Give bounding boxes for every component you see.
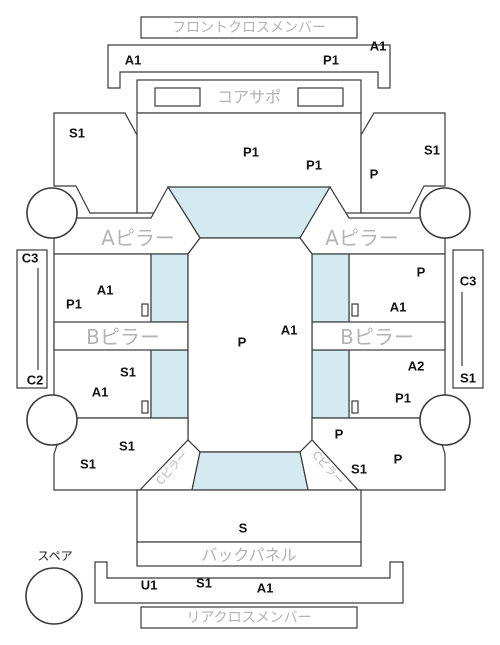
right-front-fender [360,112,446,214]
front-cross-member-box [140,16,358,39]
left-a-pillar-label: Aピラー [101,226,175,250]
core-support-label: コアサポ [217,88,281,107]
back-panel-label: バックパネル [201,546,296,565]
right-a-pillar-label: Aピラー [325,226,399,250]
mark-left-fender: S1 [69,126,85,141]
spare-tire [25,567,83,625]
left-rear-door-handle [141,400,149,414]
left-b-pillar-label: Bピラー [86,325,160,349]
mark-left-quarter-1: S1 [119,439,135,454]
mark-left-front-door-2: P1 [66,297,82,312]
mark-right-rear-door-1: A2 [408,359,425,374]
rear-cross-member-label: リアクロスメンバー [186,610,311,626]
mark-right-fender-2: P [370,167,379,182]
left-rear-wheel [26,394,78,446]
back-panel [136,541,362,567]
left-front-fender [53,112,138,214]
mark-left-front-door-1: A1 [97,283,114,298]
right-front-window [311,253,350,323]
right-b-pillar-label: Bピラー [340,325,414,349]
spare-label: スペア [37,549,72,563]
mark-left-quarter-2: S1 [80,457,96,472]
rear-window [191,451,309,491]
mark-front-member-corner: A1 [370,39,387,54]
mark-front-member-right: P1 [323,53,339,68]
mark-right-quarter-3: P [394,452,403,467]
rear-member-bracket [94,561,404,604]
mark-rear-member-2: S1 [196,576,212,591]
mark-rear-member-3: A1 [257,581,274,596]
right-rear-window [311,349,350,419]
front-member-bracket [107,44,391,89]
core-support-left-slot [154,87,201,107]
right-front-wheel [419,187,471,239]
left-front-wheel [26,187,78,239]
trunk-lid [136,489,362,543]
right-side-member [452,249,484,389]
mark-left-rear-door-1: S1 [120,365,136,380]
left-front-window [150,253,189,323]
mark-right-side-member-bottom: S1 [460,371,476,386]
mark-right-front-door-2: A1 [390,300,407,315]
core-support-right-slot [297,87,344,107]
front-cross-member-label: フロントクロスメンバー [172,20,326,36]
mark-right-quarter-2: S1 [351,462,367,477]
roof-panel [187,237,313,453]
mark-right-quarter-1: P [335,427,344,442]
mark-right-side-member-top: C3 [460,274,477,289]
mark-engine-bay-1: P1 [243,145,259,160]
mark-rear-member-1: U1 [141,578,158,593]
mark-front-member-left: A1 [125,53,142,68]
mark-right-rear-door-2: P1 [395,391,411,406]
mark-roof-2: A1 [281,323,298,338]
mark-right-fender-1: S1 [424,143,440,158]
mark-trunk: S [239,521,248,536]
right-rear-wheel [419,394,471,446]
left-b-pillar [53,321,189,351]
mark-left-side-member-top: C3 [22,251,39,266]
mark-left-rear-door-2: A1 [92,385,109,400]
mark-roof-1: P [238,335,247,350]
left-rear-window [150,349,189,419]
mark-engine-bay-2: P1 [306,158,322,173]
left-front-door-handle [141,303,149,317]
right-front-door-handle [351,303,359,317]
mark-left-side-member-bottom: C2 [27,373,44,388]
right-rear-door-handle [351,400,359,414]
left-side-member [16,249,48,389]
rear-cross-member-box [140,606,358,629]
mark-right-front-door-1: P [417,265,426,280]
